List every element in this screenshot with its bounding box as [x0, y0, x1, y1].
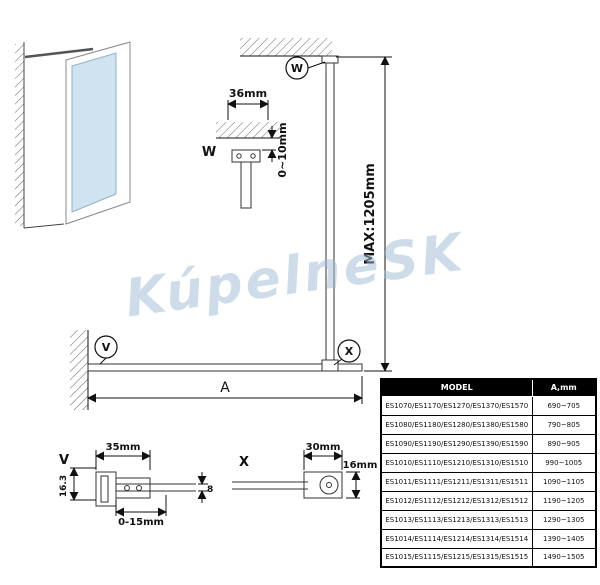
table-row: ES1080/ES1180/ES1280/ES1380/ES1580 790~8… [380, 414, 597, 435]
dim-35mm-label: 35mm [106, 442, 141, 453]
dim-lines-0-10mm [262, 126, 277, 162]
a-cell: 890~905 [531, 433, 597, 454]
table-row: ES1010/ES1110/ES1210/ES1310/ES1510 990~1… [380, 452, 597, 473]
isometric-sketch [15, 41, 131, 229]
dim-lines-30mm [303, 450, 343, 470]
table-row: ES1015/ES1115/ES1215/ES1315/ES1515 1490~… [380, 547, 597, 568]
dim-0-10mm-label: 0~10mm [276, 122, 289, 177]
detail-v-label: V [59, 453, 69, 468]
a-cell: 1090~1105 [531, 471, 597, 492]
dim-8-label: 8 [207, 485, 213, 495]
dim-36mm-label: 36mm [229, 87, 267, 100]
a-cell: 690~705 [531, 395, 597, 416]
model-cell: ES1080/ES1180/ES1280/ES1380/ES1580 [380, 414, 533, 435]
model-cell: ES1010/ES1110/ES1210/ES1310/ES1510 [380, 452, 533, 473]
wall-hatch [70, 330, 88, 410]
dim-a-label: A [220, 380, 230, 396]
horizontal-bar-assembly: V X A [70, 330, 363, 410]
detail-v: V 16.3 35mm [59, 442, 213, 528]
dim-lines-8 [197, 472, 208, 503]
bar-junction [321, 359, 339, 372]
model-cell: ES1090/ES1190/ES1290/ES1390/ES1590 [380, 433, 533, 454]
dim-16mm-label: 16mm [343, 460, 378, 471]
a-cell: 1390~1405 [531, 528, 597, 549]
model-cell: ES1011/ES1111/ES1211/ES1311/ES1511 [380, 471, 533, 492]
table-row: ES1014/ES1114/ES1214/ES1314/ES1514 1390~… [380, 528, 597, 549]
ceiling-mount [321, 55, 339, 64]
callout-v-label: V [102, 341, 111, 354]
detail-x-label: X [239, 455, 249, 470]
support-bar-sketch [24, 47, 94, 59]
bar-clamp-section [232, 471, 343, 499]
dim-max-height-label: MAX:1205mm [363, 163, 378, 265]
model-cell: ES1014/ES1114/ES1214/ES1314/ES1514 [380, 528, 533, 549]
wall-hatch-left [15, 44, 24, 226]
dim-30mm-label: 30mm [306, 442, 341, 453]
callout-x-label: X [345, 345, 354, 358]
dim-lines-max-height [336, 56, 392, 372]
table-row: ES1070/ES1170/ES1270/ES1370/ES1570 690~7… [380, 395, 597, 416]
vertical-bar-assembly: W MAX:1205mm [240, 38, 392, 372]
dim-lines-16mm [346, 471, 361, 499]
detail-w-label: W [202, 145, 216, 160]
model-table: MODEL A,mm ES1070/ES1170/ES1270/ES1370/E… [380, 378, 597, 568]
table-header-model: MODEL [380, 378, 533, 397]
ceiling-hatch [240, 38, 332, 56]
table-row: ES1090/ES1190/ES1290/ES1390/ES1590 890~9… [380, 433, 597, 454]
callout-x-circle [337, 339, 361, 363]
table-row: ES1013/ES1113/ES1213/ES1313/ES1513 1290~… [380, 509, 597, 530]
a-cell: 990~1005 [531, 452, 597, 473]
panel-frame-outline [65, 41, 131, 225]
dim-lines-a [87, 376, 363, 404]
dim-16-3-label: 16.3 [59, 475, 69, 497]
detail-x: X 30mm 16mm [232, 442, 378, 499]
table-header-a: A,mm [531, 378, 597, 397]
dim-lines-35mm [95, 450, 151, 470]
glass-edge-view [87, 363, 363, 372]
dim-0-15mm-label: 0-15mm [118, 517, 164, 528]
model-cell: ES1070/ES1170/ES1270/ES1370/ES1570 [380, 395, 533, 416]
a-cell: 1190~1205 [531, 490, 597, 511]
model-cell: ES1015/ES1115/ES1215/ES1315/ES1515 [380, 547, 533, 568]
a-cell: 1490~1505 [531, 547, 597, 568]
a-cell: 790~805 [531, 414, 597, 435]
ceiling-bracket-profile [231, 149, 261, 209]
vertical-bar [325, 55, 335, 365]
callout-w-label: W [291, 62, 303, 75]
a-cell: 1290~1305 [531, 509, 597, 530]
ceiling-hatch-detail [216, 122, 280, 138]
glass-panel [71, 52, 117, 213]
wall-profile-section [95, 471, 196, 507]
dim-lines-16-3 [69, 467, 96, 501]
dim-lines-0-15mm [115, 495, 167, 517]
table-row: ES1011/ES1111/ES1211/ES1311/ES1511 1090~… [380, 471, 597, 492]
model-cell: ES1012/ES1112/ES1212/ES1312/ES1512 [380, 490, 533, 511]
table-header-row: MODEL A,mm [380, 378, 597, 397]
model-cell: ES1013/ES1113/ES1213/ES1313/ES1513 [380, 509, 533, 530]
detail-w: 36mm 0~10mm W [202, 87, 289, 209]
table-row: ES1012/ES1112/ES1212/ES1312/ES1512 1190~… [380, 490, 597, 511]
dim-lines-36mm [227, 99, 269, 120]
